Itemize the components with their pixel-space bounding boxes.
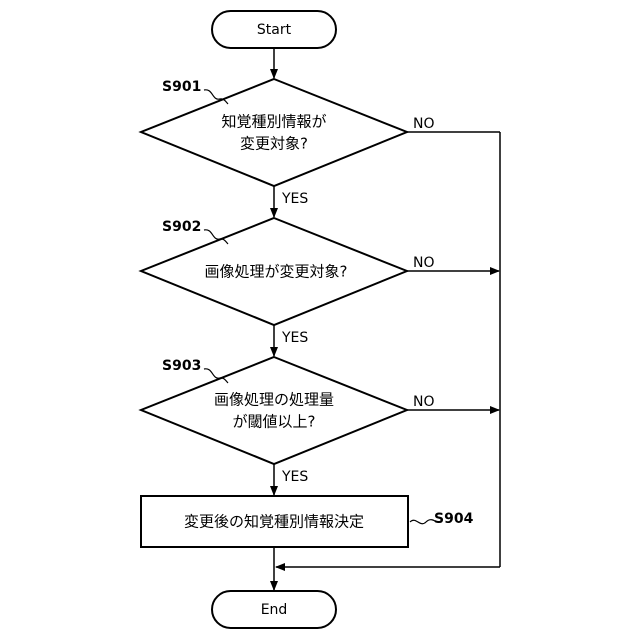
yes-label-s902: YES [281, 330, 308, 346]
decision-s901-line-1: 知覚種別情報が [221, 113, 326, 131]
step-id-leader-s904 [410, 520, 436, 524]
decision-s903-line-2: が閾値以上? [233, 413, 316, 431]
no-label-s901: NO [413, 116, 435, 132]
decision-s901-line-2: 変更対象? [240, 135, 308, 153]
yes-label-s901: YES [281, 191, 308, 207]
no-label-s902: NO [413, 255, 435, 271]
end-label: End [261, 602, 288, 618]
decision-s903-line-1: 画像処理の処理量 [214, 391, 334, 409]
step-id-s901: S901 [162, 79, 201, 95]
step-id-s903: S903 [162, 358, 201, 374]
decision-s901 [141, 79, 407, 186]
step-id-s904: S904 [434, 511, 474, 527]
decision-s902-line-1: 画像処理が変更対象? [205, 263, 348, 281]
process-s904-label: 変更後の知覚種別情報決定 [184, 513, 364, 531]
no-label-s903: NO [413, 394, 435, 410]
start-label: Start [257, 22, 292, 38]
step-id-s902: S902 [162, 219, 201, 235]
yes-label-s903: YES [281, 469, 308, 485]
